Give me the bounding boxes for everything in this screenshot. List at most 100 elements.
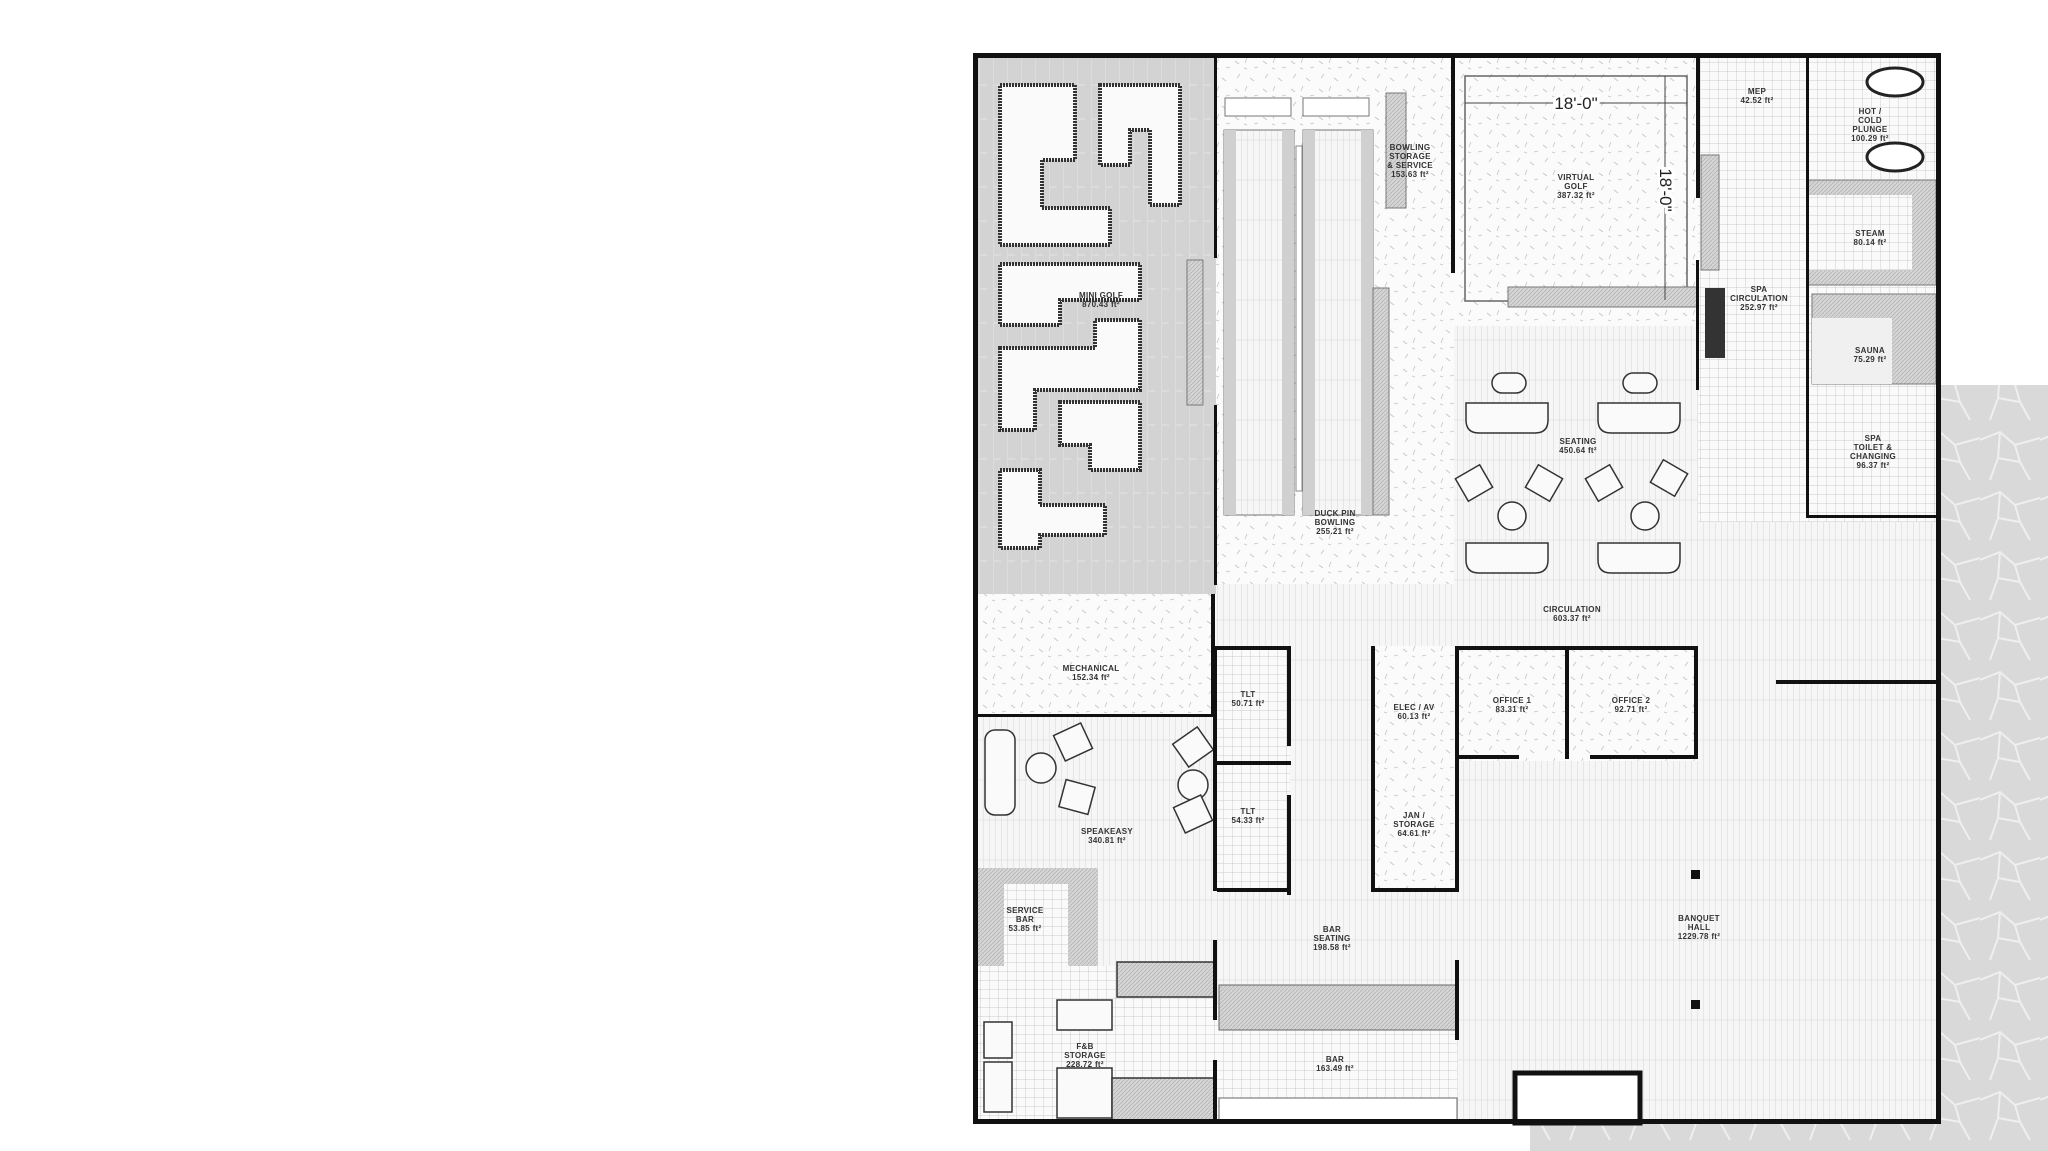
room-area: 387.32 ft²: [1557, 191, 1595, 200]
elec-floor: [1371, 646, 1457, 892]
room-name: BAR: [1323, 925, 1341, 934]
room-name: GOLF: [1564, 182, 1587, 191]
room-area: 75.29 ft²: [1854, 355, 1887, 364]
room-area: 603.37 ft²: [1553, 614, 1591, 623]
room-area: 50.71 ft²: [1232, 699, 1265, 708]
room-area: 80.14 ft²: [1854, 238, 1887, 247]
room-floors: [978, 58, 1941, 1123]
exterior-paving-right: [1941, 385, 2048, 1151]
room-name: STORAGE: [1064, 1051, 1106, 1060]
room-name: MINI GOLF: [1079, 291, 1123, 300]
room-name: CIRCULATION: [1730, 294, 1788, 303]
walls: [973, 53, 1941, 1124]
room-area: 100.29 ft²: [1851, 134, 1889, 143]
plunge-tub-icon: [1865, 66, 1925, 98]
room-name: SPEAKEASY: [1081, 827, 1133, 836]
room-area: 870.43 ft²: [1082, 300, 1120, 309]
room-area: 450.64 ft²: [1559, 446, 1597, 455]
circulation-floor: [1216, 584, 1936, 646]
room-area: 53.85 ft²: [1009, 924, 1042, 933]
room-area: 42.52 ft²: [1741, 96, 1774, 105]
room-area: 60.13 ft²: [1398, 712, 1431, 721]
mini-golf-course: [998, 83, 1182, 550]
room-name: CHANGING: [1850, 452, 1896, 461]
room-name: BANQUET: [1678, 914, 1720, 923]
column: [1691, 870, 1700, 879]
room-name: SEATING: [1313, 934, 1350, 943]
exterior-paving-bottom: [1530, 1123, 2048, 1151]
column: [1691, 1000, 1700, 1009]
room-area: 198.58 ft²: [1313, 943, 1351, 952]
room-area: 92.71 ft²: [1615, 705, 1648, 714]
room-area: 255.21 ft²: [1316, 527, 1354, 536]
room-area: 54.33 ft²: [1232, 816, 1265, 825]
speakeasy-furniture: [983, 721, 1217, 1124]
room-name: & SERVICE: [1387, 161, 1433, 170]
room-name: TLT: [1241, 807, 1256, 816]
room-area: 340.81 ft²: [1088, 836, 1126, 845]
room-area: 252.97 ft²: [1740, 303, 1778, 312]
room-name: SAUNA: [1855, 346, 1885, 355]
room-name: F&B: [1076, 1042, 1093, 1051]
room-name: BAR: [1326, 1055, 1344, 1064]
room-name: BOWLING: [1390, 143, 1431, 152]
room-area: 228.72 ft²: [1066, 1060, 1104, 1069]
service-bar-inner: [1004, 884, 1068, 966]
plunge-tub-icon: [1865, 141, 1925, 173]
room-area: 163.49 ft²: [1316, 1064, 1354, 1073]
room-area: 64.61 ft²: [1398, 829, 1431, 838]
spa-bench: [1700, 154, 1720, 271]
steam-inner: [1808, 195, 1912, 270]
room-area: 83.31 ft²: [1496, 705, 1529, 714]
banquet-stage: [1512, 1070, 1643, 1126]
room-name: HALL: [1688, 923, 1711, 932]
sauna-inner: [1812, 318, 1892, 384]
room-name: SPA: [1751, 285, 1768, 294]
room-name: TLT: [1241, 690, 1256, 699]
seating-floor: [1454, 326, 1698, 584]
seating-furniture: [1454, 372, 1689, 574]
room-name: DUCK PIN: [1314, 509, 1355, 518]
room-name: BOWLING: [1315, 518, 1356, 527]
bar-back-counter: [1218, 1097, 1458, 1124]
room-name: MECHANICAL: [1063, 664, 1120, 673]
room-name: OFFICE 1: [1493, 696, 1532, 705]
room-name: SEATING: [1559, 437, 1596, 446]
room-name: STORAGE: [1389, 152, 1431, 161]
room-name: ELEC / AV: [1394, 703, 1435, 712]
room-name: HOT /: [1859, 107, 1882, 116]
room-name: STEAM: [1855, 229, 1885, 238]
dimension-width: 18'-0": [1554, 94, 1597, 113]
room-area: 1229.78 ft²: [1678, 932, 1720, 941]
room-name: BAR: [1016, 915, 1034, 924]
room-name: COLD: [1858, 116, 1882, 125]
room-name: VIRTUAL: [1558, 173, 1595, 182]
office-floor-overlay: [1457, 646, 1698, 761]
seating-counter: [1507, 286, 1699, 308]
room-area: 153.63 ft²: [1391, 170, 1429, 179]
